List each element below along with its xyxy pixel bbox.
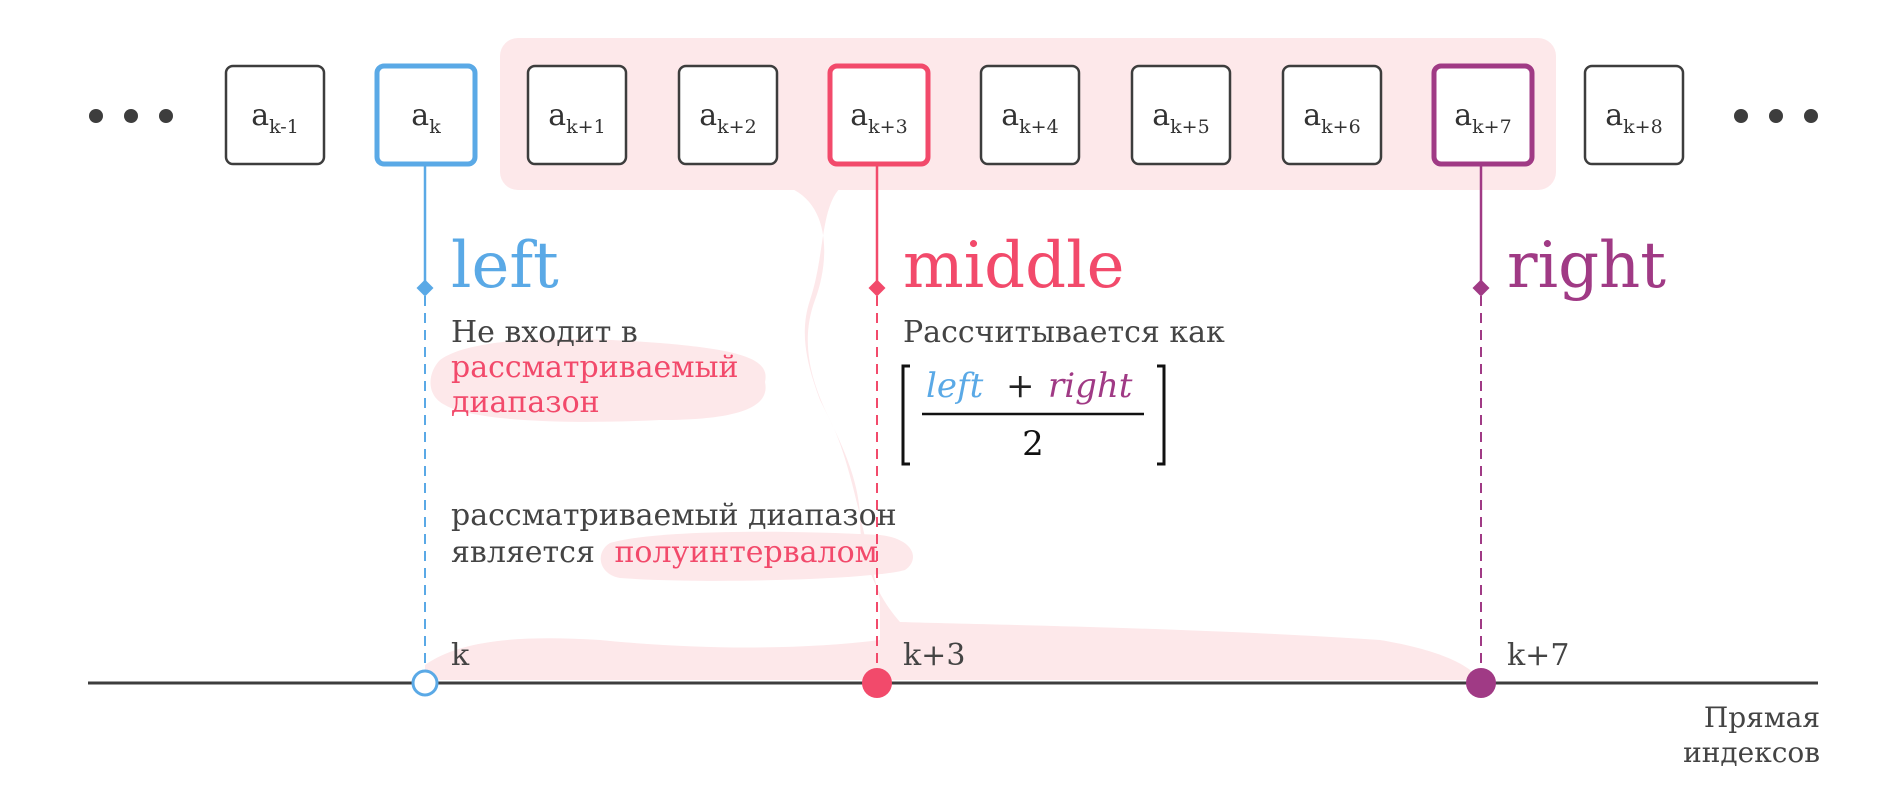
array-cell-label: ak+5 — [1152, 98, 1209, 138]
axis-label-line2: индексов — [1683, 736, 1820, 769]
array-cell-subscript: k+3 — [868, 116, 908, 138]
axis-label-line1: Прямая — [1704, 701, 1820, 734]
array-cell-subscript: k-1 — [269, 116, 299, 138]
array-cell-k+1: ak+1 — [526, 64, 628, 166]
array-cell-label: ak+1 — [548, 98, 605, 138]
array-cell-box — [677, 64, 779, 166]
note-line1: рассматриваемый диапазон — [451, 498, 897, 533]
left-desc-line2: рассматриваемый — [451, 350, 738, 385]
array-cell-subscript: k+6 — [1321, 116, 1361, 138]
array-cell-label: ak+2 — [699, 98, 756, 138]
index-axis: k k+3 k+7 Прямая индексов — [88, 638, 1820, 769]
array-cell-label: ak — [411, 98, 441, 138]
array-cell-k+8: ak+8 — [1583, 64, 1685, 166]
array-cell-box — [1281, 64, 1383, 166]
ellipsis-right — [1734, 109, 1818, 123]
right-filled-point — [1466, 668, 1496, 698]
array-cell-base: a — [699, 98, 717, 133]
array-cell-label: ak+7 — [1454, 98, 1511, 138]
note-line2-highlight: полуинтервалом — [614, 535, 878, 570]
right-label: right — [1507, 229, 1666, 303]
array-cell-base: a — [1001, 98, 1019, 133]
floor-formula: left + right 2 — [901, 364, 1166, 466]
array-cell-label: ak-1 — [251, 98, 299, 138]
array-cell-subscript: k — [429, 116, 441, 138]
array-cell-base: a — [1303, 98, 1321, 133]
array-cell-base: a — [1605, 98, 1623, 133]
array-cell-box — [827, 63, 931, 167]
array-cell-subscript: k+1 — [566, 116, 606, 138]
array-cell-k+5: ak+5 — [1130, 64, 1232, 166]
array-cell-base: a — [850, 98, 868, 133]
left-index-label: k — [451, 638, 470, 673]
array-cell-base: a — [251, 98, 269, 133]
array-cell-base: a — [1454, 98, 1472, 133]
left-desc-line3: диапазон — [451, 385, 600, 420]
left-diamond-marker — [416, 279, 434, 297]
floor-bracket-right — [1157, 364, 1166, 466]
array-cell-base: a — [411, 98, 429, 133]
array-cell-box — [979, 64, 1081, 166]
array-cell-subscript: k+7 — [1472, 116, 1512, 138]
array-cell-label: ak+4 — [1001, 98, 1058, 138]
array-cell-label: ak+6 — [1303, 98, 1360, 138]
middle-label: middle — [903, 229, 1124, 303]
middle-desc: Рассчитывается как — [903, 315, 1225, 350]
ellipsis-left — [89, 109, 173, 123]
array-cell-box — [1583, 64, 1685, 166]
array-cell-box — [224, 64, 326, 166]
half-interval-note: рассматриваемый диапазон является полуин… — [451, 498, 897, 570]
left-desc-line1: Не входит в — [451, 315, 638, 350]
array-cell-box — [1431, 63, 1535, 167]
array-cell-k+3: ak+3 — [827, 63, 931, 167]
middle-diamond-marker — [868, 279, 886, 297]
right-index-label: k+7 — [1507, 638, 1569, 673]
right-diamond-marker — [1472, 279, 1490, 297]
array-cell-k+4: ak+4 — [979, 64, 1081, 166]
note-line2: является полуинтервалом — [451, 535, 878, 570]
formula-right: right — [1048, 366, 1133, 406]
array-cell-label: ak+3 — [850, 98, 907, 138]
array-cell-subscript: k+8 — [1623, 116, 1663, 138]
array-cell-k+7: ak+7 — [1431, 63, 1535, 167]
formula-plus: + — [1006, 366, 1035, 406]
array-cell-subscript: k+5 — [1170, 116, 1210, 138]
array-cell-base: a — [548, 98, 566, 133]
floor-bracket-left — [901, 364, 910, 466]
array-cell-k: ak — [374, 63, 478, 167]
note-highlight — [600, 531, 913, 581]
note-line2-prefix: является — [451, 535, 595, 570]
array-cell-k+6: ak+6 — [1281, 64, 1383, 166]
left-desc-highlight — [430, 338, 766, 422]
middle-index-label: k+3 — [903, 638, 965, 673]
array-cell-k-1: ak-1 — [224, 64, 326, 166]
middle-pointer: middle Рассчитывается как left + right 2 — [868, 164, 1225, 668]
array-cell-subscript: k+2 — [717, 116, 757, 138]
array-cell-box — [526, 64, 628, 166]
array-cell-box — [1130, 64, 1232, 166]
left-open-point — [411, 669, 439, 697]
middle-filled-point — [862, 668, 892, 698]
formula-denominator: 2 — [1022, 424, 1044, 464]
array-cell-subscript: k+4 — [1019, 116, 1059, 138]
array-cell-base: a — [1152, 98, 1170, 133]
left-label: left — [451, 229, 559, 303]
array-cell-k+2: ak+2 — [677, 64, 779, 166]
array-cell-label: ak+8 — [1605, 98, 1662, 138]
formula-left: left — [926, 366, 984, 406]
right-pointer: right — [1472, 164, 1666, 668]
left-pointer: left Не входит в рассматриваемый диапазо… — [416, 164, 738, 668]
